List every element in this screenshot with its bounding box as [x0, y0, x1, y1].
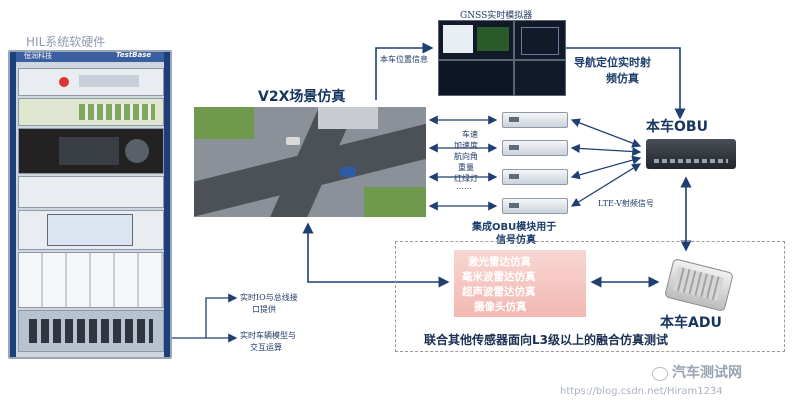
rack-brand: 恒润科技 — [24, 52, 52, 60]
hil-title: HIL系统软硬件 — [26, 35, 106, 49]
sensor-ultrasonic-radar: 超声波雷达仿真 — [462, 286, 536, 298]
nav-rf-label-1: 导航定位实时射 — [574, 56, 651, 69]
obu-module-label-1: 集成OBU模块用于 — [472, 222, 557, 233]
rack-unit-chassis — [18, 128, 164, 174]
watermark-account: 汽车测试网 — [672, 365, 742, 381]
lte-v-label: LTE-V射频信号 — [598, 199, 654, 208]
gnss-screen-1 — [438, 20, 514, 60]
arrow-module-obu-2 — [570, 143, 642, 157]
obu-device — [646, 139, 736, 169]
rack-rail-left — [10, 52, 16, 357]
power-button-icon — [59, 77, 69, 87]
rack-unit-slots — [18, 252, 164, 308]
rack-unit-monitor — [18, 210, 164, 250]
hil-rack: 恒润科技 TestBase — [8, 50, 172, 359]
signal-label: 车速 — [462, 130, 478, 139]
obu-title: 本车OBU — [646, 119, 708, 135]
adu-title: 本车ADU — [660, 315, 722, 331]
io-bus-label-1: 实时IO与总线接 — [240, 293, 298, 302]
rack-unit-io — [18, 98, 164, 126]
arrow-module-obu-4 — [570, 163, 642, 207]
vehicle-model-label-2: 交互运算 — [250, 343, 282, 352]
rack-unit-bottom — [18, 310, 164, 352]
fusion-test-box — [395, 241, 785, 352]
signal-label: …… — [456, 182, 472, 191]
fusion-test-caption: 联合其他传感器面向L3级以上的融合仿真测试 — [424, 333, 668, 347]
obu-module-2 — [502, 140, 568, 156]
position-info-label: 本车位置信息 — [380, 55, 428, 64]
obu-module-1 — [502, 112, 568, 128]
rack-rail-right — [164, 52, 170, 357]
rack-header: 恒润科技 TestBase — [10, 51, 170, 62]
sensor-lidar: 激光雷达仿真 — [468, 256, 531, 268]
arrow-gnss-to-obu — [566, 47, 686, 120]
gnss-screen-3 — [438, 60, 514, 96]
signal-label: 重量 — [458, 163, 474, 172]
gnss-screen-2 — [514, 20, 566, 60]
sensor-camera: 摄像头仿真 — [474, 301, 527, 313]
rack-unit-power — [18, 68, 164, 96]
sensor-mmwave-radar: 毫米波雷达仿真 — [462, 271, 536, 283]
rack-unit-blank — [18, 176, 164, 208]
signal-label: 航向角 — [454, 152, 478, 161]
gnss-screen-4 — [514, 60, 566, 96]
obu-module-4 — [502, 198, 568, 214]
signal-label: 红绿灯 — [454, 174, 478, 183]
vehicle-model-label-1: 实时车辆模型与 — [240, 331, 296, 340]
obu-module-3 — [502, 169, 568, 185]
arrow-module-obu-3 — [570, 155, 642, 180]
arrow-scene-sensor — [302, 222, 450, 288]
gnss-simulator-title: GNSS实时模拟器 — [460, 11, 533, 21]
wechat-icon — [652, 367, 668, 381]
signal-label: 加速度 — [454, 141, 478, 150]
v2x-scene-title: V2X场景仿真 — [258, 89, 346, 105]
io-bus-label-2: 口提供 — [252, 305, 276, 314]
nav-rf-label-2: 频仿真 — [606, 72, 639, 85]
arrow-module-obu-1 — [570, 118, 642, 148]
rack-model: TestBase — [116, 51, 152, 59]
watermark-url: https://blog.csdn.net/Hiram1234 — [560, 386, 723, 397]
v2x-scene-image — [194, 107, 426, 217]
arrow-rack-io — [170, 293, 238, 339]
arrow-scene-to-gnss — [375, 42, 434, 100]
obu-module-label-2: 信号仿真 — [496, 235, 536, 246]
sensor-simulation-panel: 激光雷达仿真 毫米波雷达仿真 超声波雷达仿真 摄像头仿真 — [454, 250, 586, 317]
